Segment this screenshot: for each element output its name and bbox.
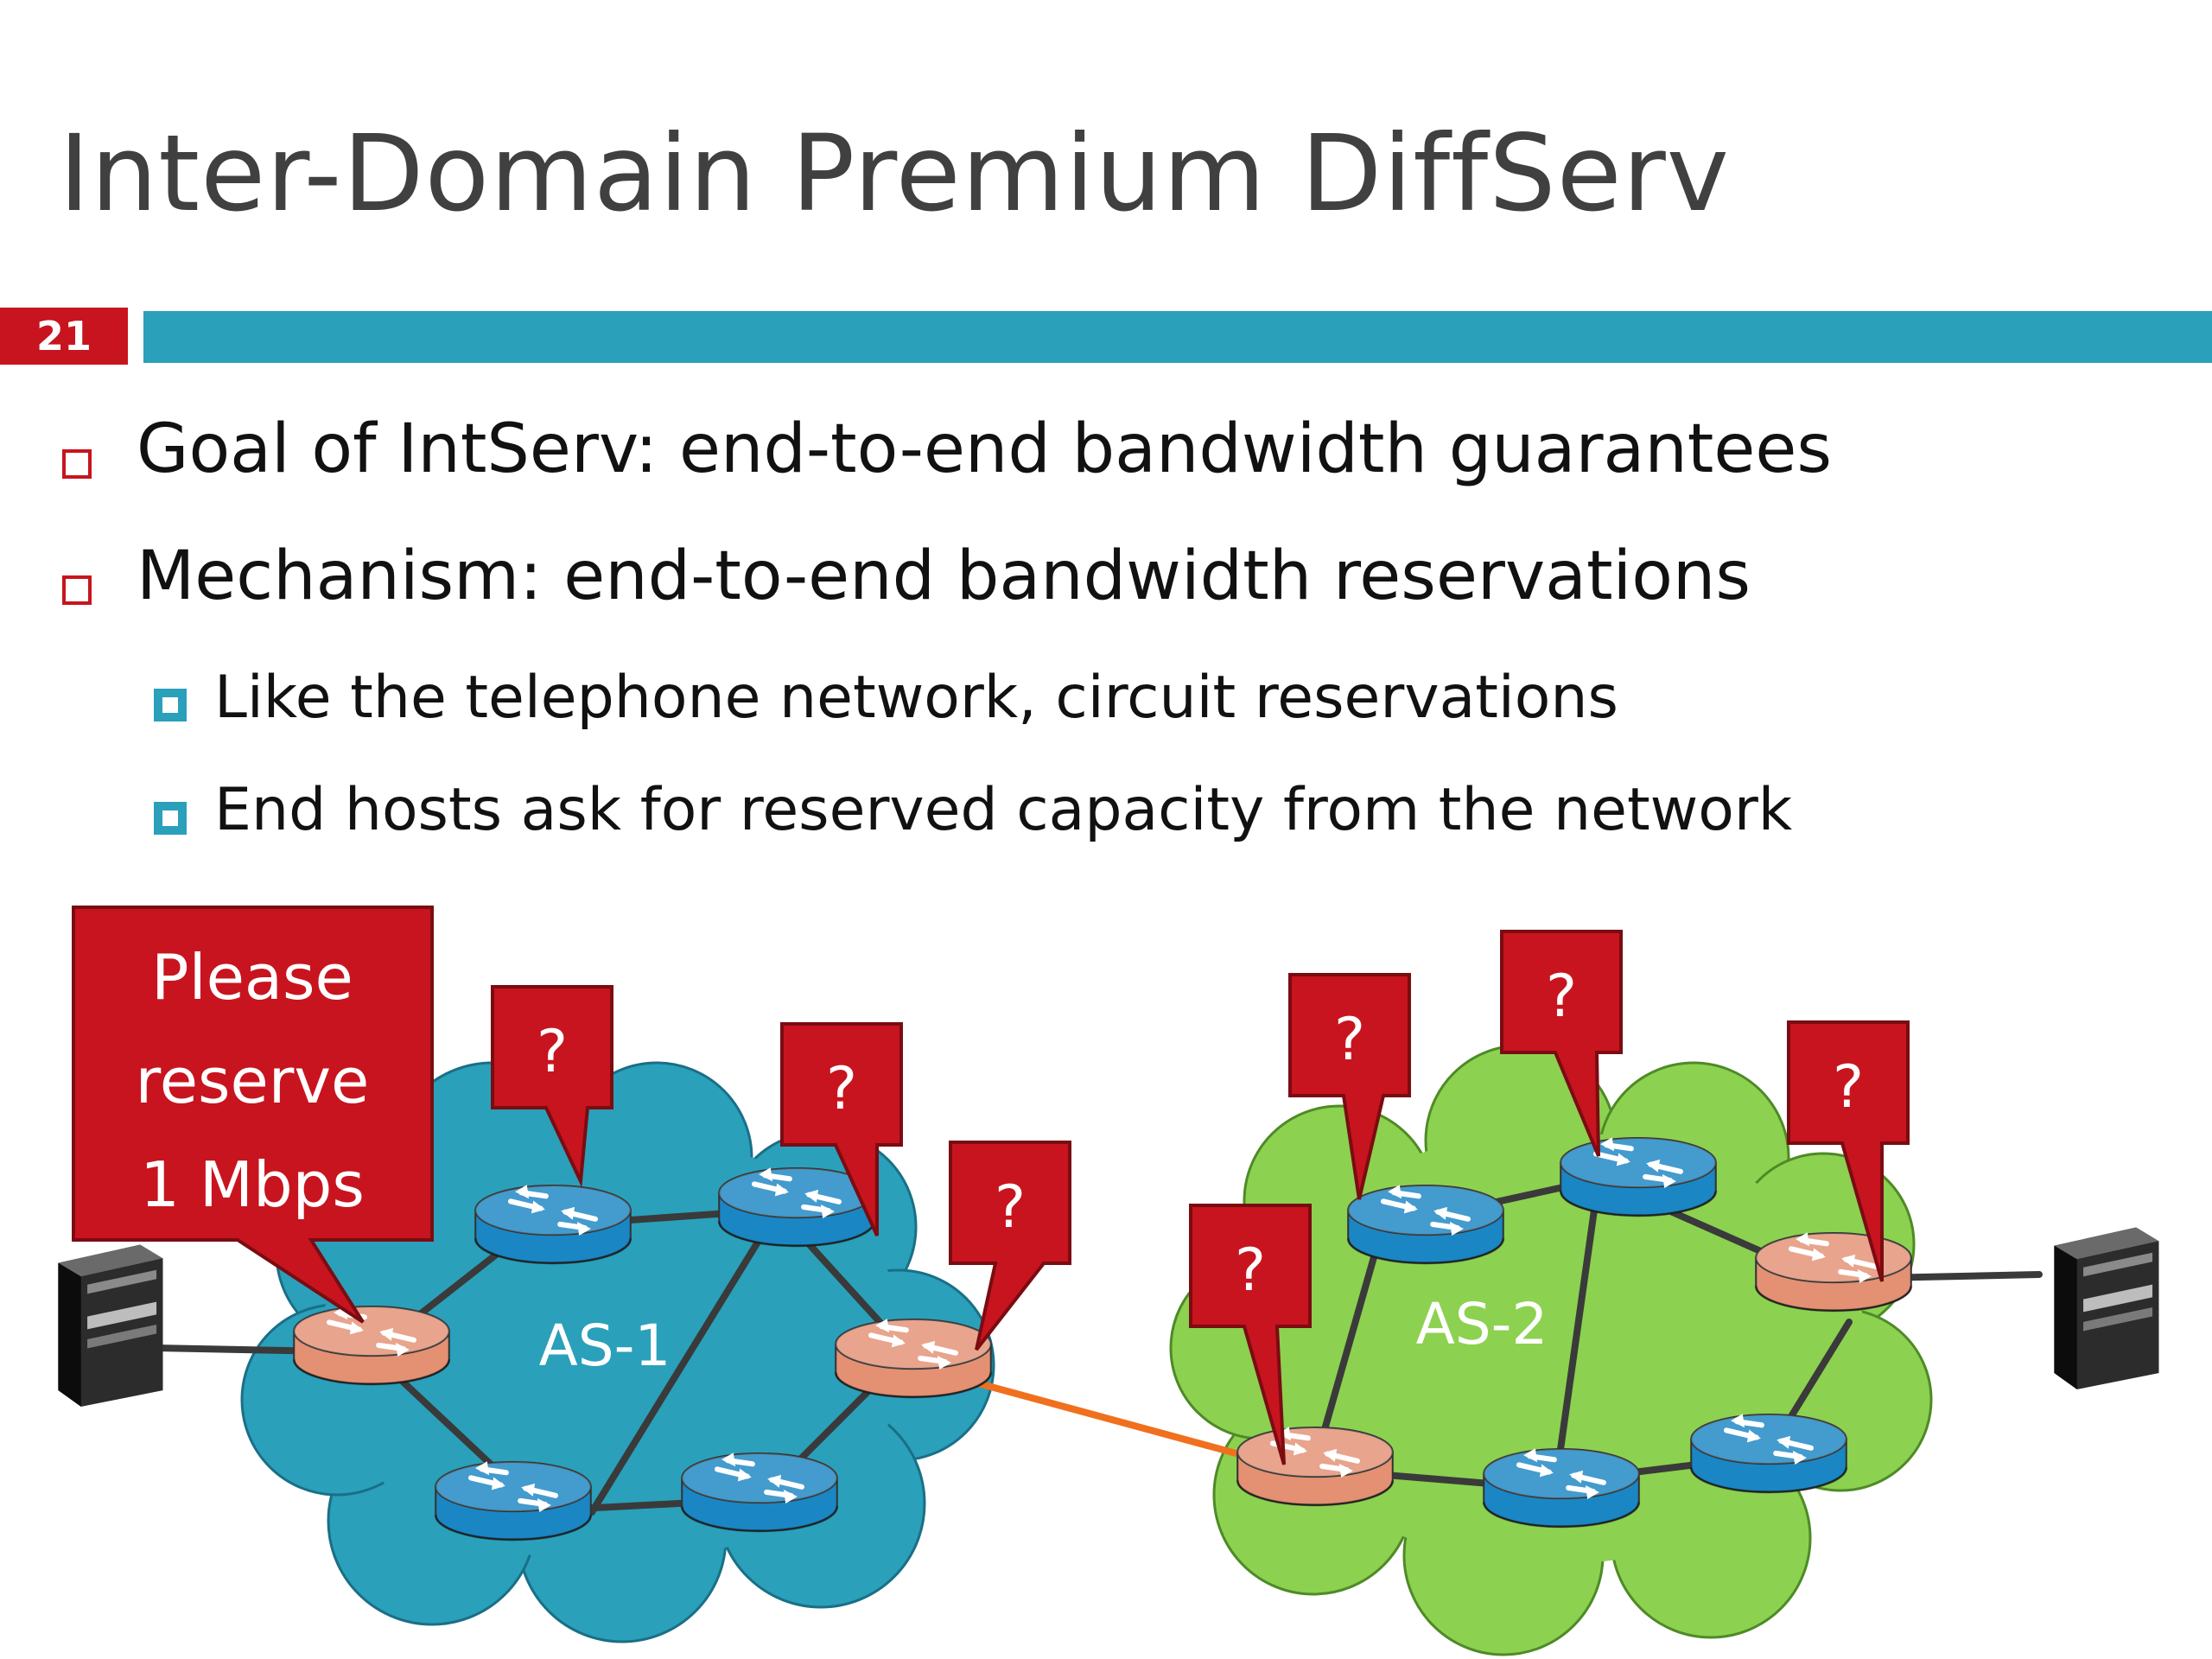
question-callouts: ? ? ? ? ? ? ?: [491, 930, 1910, 1465]
sub-bullet-telephone: Like the telephone network, circuit rese…: [214, 664, 1618, 732]
router-icon: [1484, 1449, 1639, 1527]
bullet-mechanism: Mechanism: end-to-end bandwidth reservat…: [137, 537, 1751, 615]
question-mark: ?: [537, 1018, 568, 1086]
interdomain-link: [956, 1375, 1265, 1464]
bullet-goal: Goal of IntServ: end-to-end bandwidth gu…: [137, 410, 1832, 488]
sub-bullet-square-icon: [154, 689, 187, 721]
title-divider-bar: [143, 311, 2212, 363]
router-icon: [1348, 1185, 1503, 1263]
router-icon: [435, 1462, 591, 1540]
router-icon: [475, 1185, 631, 1263]
router-icon: [836, 1319, 991, 1397]
sub-bullet-square-icon: [154, 802, 187, 835]
router-icon: [294, 1306, 449, 1384]
question-mark: ?: [1235, 1236, 1266, 1305]
router-icon: [1560, 1138, 1716, 1216]
router-icon: [1756, 1233, 1911, 1311]
server-icon: [58, 1244, 163, 1407]
as1-label: AS-1: [539, 1313, 671, 1379]
sub-bullet-end-hosts: End hosts ask for reserved capacity from…: [214, 776, 1793, 844]
router-icon: [1237, 1427, 1393, 1505]
callout-line-amount: 1 Mbps: [140, 1148, 365, 1221]
question-mark: ?: [1833, 1053, 1864, 1122]
slide-title: Inter-Domain Premium DiffServ: [59, 112, 1730, 235]
server-icon: [2054, 1227, 2159, 1389]
slide-number: 21: [0, 308, 128, 365]
callout-line-please: Please: [151, 941, 353, 1014]
bullet-square-icon: [62, 449, 92, 479]
network-diagram: AS-1 AS-2 Please reserve 1 Mbps ? ? ? ? …: [58, 906, 2159, 1656]
router-icon: [1691, 1414, 1847, 1492]
router-icon: [682, 1453, 837, 1531]
bullet-square-icon: [62, 575, 92, 605]
request-callout: Please reserve 1 Mbps: [72, 906, 434, 1324]
callout-line-reserve: reserve: [136, 1045, 370, 1117]
question-mark: ?: [1334, 1006, 1365, 1074]
question-mark: ?: [1546, 963, 1577, 1031]
as2-label: AS-2: [1416, 1291, 1548, 1357]
question-mark: ?: [995, 1173, 1026, 1242]
question-mark: ?: [826, 1055, 857, 1123]
